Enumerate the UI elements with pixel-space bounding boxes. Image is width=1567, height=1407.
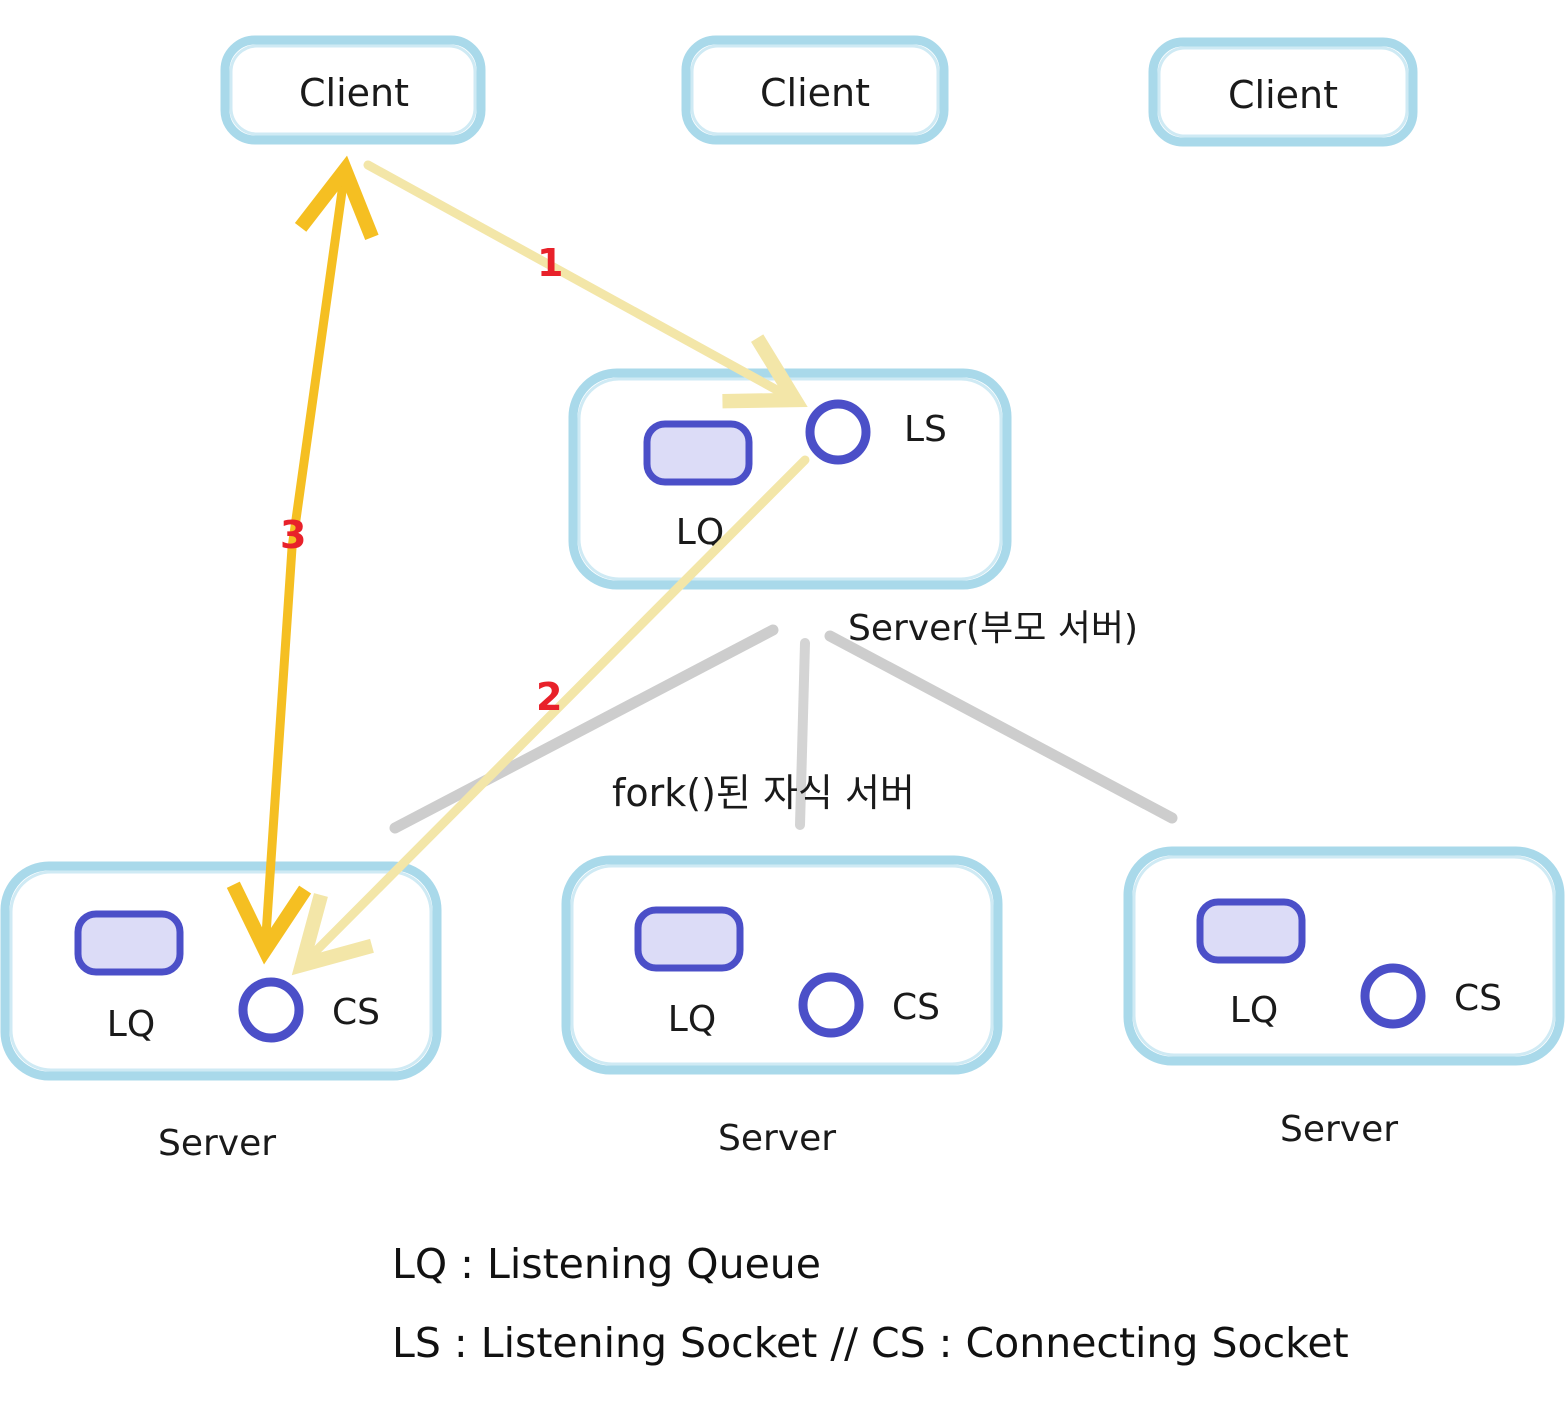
legend-line-1: LQ : Listening Queue bbox=[392, 1240, 821, 1288]
fork-label: fork()된 자식 서버 bbox=[612, 771, 915, 815]
child-server-box-2: LQ CS bbox=[561, 855, 1003, 1075]
child-socket-label-2: CS bbox=[892, 987, 940, 1028]
connecting-socket-icon bbox=[1360, 963, 1426, 1029]
client-label-3: Client bbox=[1228, 73, 1338, 117]
listening-queue-icon bbox=[643, 420, 753, 486]
client-label-2: Client bbox=[760, 71, 870, 115]
client-box-2: Client bbox=[681, 35, 949, 145]
child-socket-label-1: CS bbox=[332, 992, 380, 1033]
arrow-step-2 bbox=[291, 455, 810, 976]
connecting-socket-icon bbox=[238, 977, 304, 1043]
arrow-step-3-return bbox=[226, 543, 312, 965]
child-server-caption-2: Server bbox=[718, 1118, 836, 1159]
child-queue-label-3: LQ bbox=[1230, 990, 1278, 1031]
fork-line-right bbox=[824, 630, 1178, 824]
child-socket-label-3: CS bbox=[1454, 978, 1502, 1019]
child-queue-label-1: LQ bbox=[107, 1004, 155, 1045]
legend-line-2: LS : Listening Socket // CS : Connecting… bbox=[392, 1319, 1349, 1367]
fork-lines bbox=[389, 624, 1178, 834]
arrow-step-1 bbox=[363, 160, 808, 409]
step-number-2: 2 bbox=[536, 675, 562, 719]
fork-line-left bbox=[389, 624, 779, 834]
listening-queue-icon bbox=[1196, 898, 1306, 964]
child-server-caption-3: Server bbox=[1280, 1109, 1398, 1150]
listening-queue-icon bbox=[634, 906, 744, 972]
fork-line-middle bbox=[795, 638, 810, 830]
parent-server-caption: Server(부모 서버) bbox=[848, 608, 1138, 649]
child-server-box-1: LQ CS bbox=[0, 861, 442, 1081]
connecting-socket-icon bbox=[798, 972, 864, 1038]
step-number-3: 3 bbox=[280, 513, 306, 557]
client-box-3: Client bbox=[1148, 37, 1418, 147]
listening-socket-icon bbox=[805, 399, 871, 465]
step-arrows bbox=[226, 155, 810, 976]
parent-server-box: LQ LS bbox=[568, 368, 1012, 590]
child-server-caption-1: Server bbox=[158, 1123, 276, 1164]
child-queue-label-2: LQ bbox=[668, 999, 716, 1040]
step-number-1: 1 bbox=[537, 241, 563, 285]
child-server-box-3: LQ CS bbox=[1123, 846, 1565, 1066]
arrow-step-3 bbox=[287, 155, 379, 553]
legend: LQ : Listening Queue LS : Listening Sock… bbox=[392, 1240, 1349, 1367]
client-box-1: Client bbox=[220, 35, 486, 145]
parent-socket-label: LS bbox=[904, 409, 947, 450]
client-label-1: Client bbox=[299, 71, 409, 115]
listening-queue-icon bbox=[74, 910, 184, 976]
